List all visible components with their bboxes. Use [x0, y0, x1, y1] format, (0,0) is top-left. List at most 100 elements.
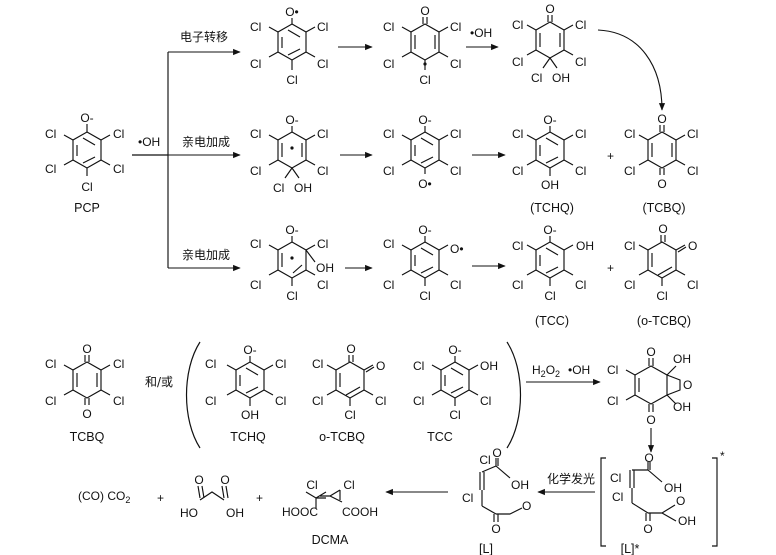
atom-cl: Cl — [250, 57, 261, 71]
o-tcbq-structure: O O Cl Cl Cl Cl (o-TCBQ) — [624, 222, 698, 328]
dcma-structure: Cl Cl HOOC COOH DCMA — [282, 478, 378, 547]
tcbq-structure-2: O Cl Cl Cl Cl O TCBQ — [45, 342, 124, 444]
tcbq-label: (TCBQ) — [642, 201, 685, 215]
atom-cl: Cl — [45, 127, 56, 141]
atom-o-minus: O- — [448, 343, 461, 357]
atom-cl: Cl — [656, 289, 667, 303]
atom-o: O — [646, 413, 655, 427]
plus-sign: + — [256, 491, 263, 505]
atom-cl: Cl — [512, 239, 523, 253]
atom-cl: Cl — [687, 127, 698, 141]
dcma-label: DCMA — [312, 533, 349, 547]
atom-cl: Cl — [512, 18, 523, 32]
atom-o: O — [82, 407, 91, 421]
atom-cl: Cl — [286, 289, 297, 303]
atom-cl: Cl — [531, 71, 542, 85]
atom-o-minus: O- — [418, 223, 431, 237]
semiquinone-structure: O- Cl Cl Cl Cl O• — [383, 113, 461, 191]
tcc-structure-2: O- OH Cl Cl Cl Cl TCC — [413, 343, 498, 444]
atom-cl: Cl — [113, 127, 124, 141]
atom-o: O — [522, 499, 531, 513]
o-tcbq-structure-2: O O Cl Cl Cl Cl o-TCBQ — [312, 342, 386, 444]
atom-oh: OH — [480, 359, 498, 373]
atom-cl: Cl — [575, 55, 586, 69]
atom-cl: Cl — [275, 394, 286, 408]
atom-o: O — [658, 222, 667, 236]
intermediate-label: [L] — [479, 542, 493, 555]
atom-cl: Cl — [687, 164, 698, 178]
atom-cl: Cl — [45, 162, 56, 176]
atom-cl: Cl — [275, 357, 286, 371]
atom-cl: Cl — [45, 394, 56, 408]
atom-o-radical: O• — [450, 242, 464, 256]
atom-cl: Cl — [317, 20, 328, 34]
atom-cl: Cl — [512, 127, 523, 141]
oxalic-acid-structure: O O HO OH — [180, 473, 244, 520]
reagent-oh-radical: •OH — [470, 26, 492, 40]
plus-sign: + — [157, 491, 164, 505]
atom-cl: Cl — [462, 491, 473, 505]
atom-cl: Cl — [512, 55, 523, 69]
atom-o: O — [346, 342, 355, 356]
atom-oh: OH — [678, 514, 696, 528]
atom-cl: Cl — [312, 394, 323, 408]
reagent-oh-radical: •OH — [138, 135, 160, 149]
atom-cl: Cl — [419, 289, 430, 303]
atom-cl: Cl — [544, 289, 555, 303]
atom-cl: Cl — [113, 394, 124, 408]
atom-o-minus: O- — [543, 113, 556, 127]
atom-o-minus: O- — [80, 111, 93, 125]
tcbq-label: TCBQ — [70, 430, 105, 444]
atom-o: O — [420, 4, 429, 18]
atom-o: O — [194, 473, 203, 487]
atom-o-radical: O• — [285, 5, 299, 19]
atom-o: O — [644, 451, 653, 465]
carbon-radical-structure: O Cl Cl Cl Cl Cl — [383, 4, 461, 87]
tcc-label: TCC — [427, 430, 453, 444]
left-parenthesis — [186, 341, 201, 449]
atom-cl: Cl — [383, 278, 394, 292]
atom-cl: Cl — [344, 408, 355, 422]
atom-oh: OH — [511, 478, 529, 492]
atom-o: O — [646, 345, 655, 359]
reagent-hydrogen-peroxide: H2O2 — [532, 363, 560, 379]
atom-oh: OH — [241, 408, 259, 422]
atom-o: O — [683, 378, 692, 392]
atom-o-minus: O- — [243, 343, 256, 357]
atom-cl: Cl — [317, 57, 328, 71]
atom-cl: Cl — [383, 20, 394, 34]
tcc-structure: O- OH Cl Cl Cl Cl (TCC) — [512, 223, 594, 328]
atom-oh: OH — [576, 239, 594, 253]
tchq-structure-2: O- Cl Cl Cl Cl OH TCHQ — [205, 343, 286, 444]
phenoxyl-radical-structure: O• Cl Cl Cl Cl Cl — [250, 5, 328, 87]
atom-cl: Cl — [205, 394, 216, 408]
atom-oh: OH — [541, 178, 559, 192]
atom-o: O — [688, 239, 697, 253]
atom-o: O — [220, 473, 229, 487]
ortho-hydroxy-adduct-structure: O- Cl OH Cl Cl Cl Cl — [250, 223, 334, 303]
atom-cl: Cl — [612, 490, 623, 504]
atom-ho: HO — [180, 506, 198, 520]
tchq-label: TCHQ — [230, 430, 266, 444]
atom-o-radical: O• — [418, 177, 432, 191]
atom-cl: Cl — [479, 453, 490, 467]
atom-oh: OH — [673, 400, 691, 414]
atom-cl: Cl — [512, 278, 523, 292]
right-parenthesis — [506, 341, 521, 449]
excited-state-star: * — [720, 449, 725, 463]
atom-cl: Cl — [343, 478, 354, 492]
atom-cl: Cl — [383, 164, 394, 178]
atom-o-minus: O- — [418, 113, 431, 127]
atom-cl: Cl — [273, 181, 284, 195]
chemiluminescence-label: 化学发光 — [547, 471, 595, 486]
atom-cl: Cl — [383, 127, 394, 141]
atom-hooc: HOOC — [282, 505, 318, 519]
atom-cl: Cl — [250, 127, 261, 141]
atom-o-minus: O- — [285, 223, 298, 237]
atom-cl: Cl — [383, 57, 394, 71]
atom-o: O — [657, 112, 666, 126]
atom-cl: Cl — [306, 478, 317, 492]
atom-oh: OH — [226, 506, 244, 520]
atom-oh: OH — [664, 481, 682, 495]
